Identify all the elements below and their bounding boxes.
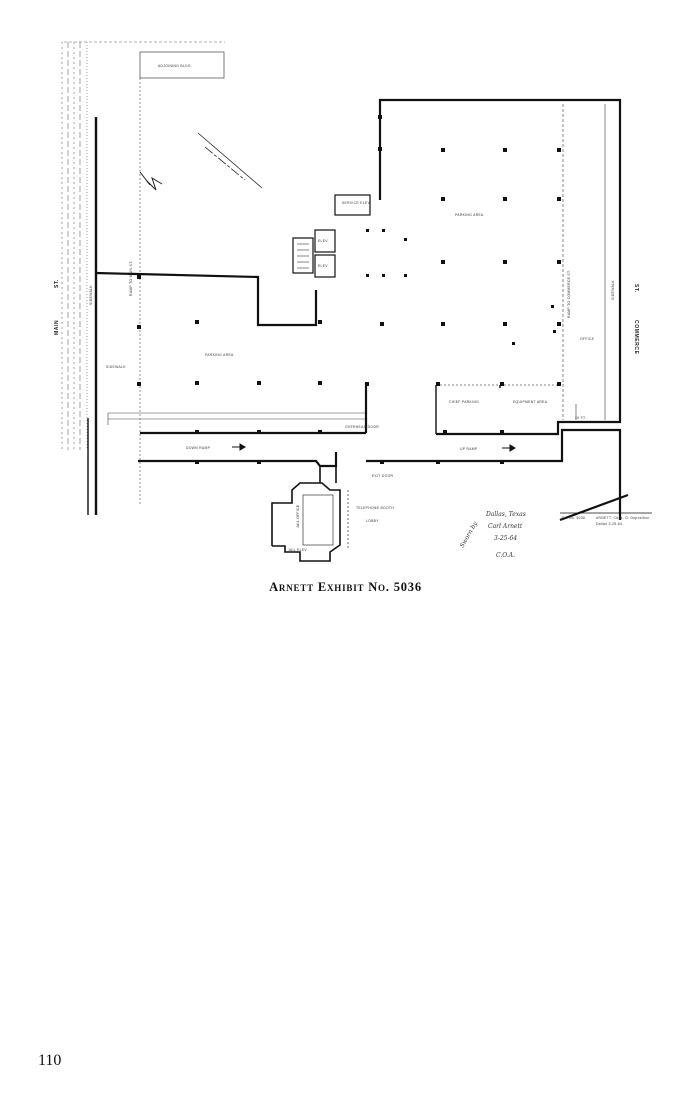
page-number: 110 [38, 1052, 62, 1069]
floor-plan-diagram: ADJOINING BLDG. SERVICE ELEV. ELEV. ELEV… [54, 41, 652, 562]
adjoining-label: ADJOINING BLDG. [158, 64, 192, 68]
handwritten-line-3: 3-25-64 [494, 535, 517, 542]
elev-label-1: ELEV. [318, 239, 329, 243]
columns [137, 115, 561, 464]
elevator-core [292, 194, 371, 278]
office-label: OFFICE [580, 337, 595, 341]
commerce-ramp-label: RAMP TO COMMERCE ST. [567, 270, 571, 318]
commerce-street-label: COMMERCE [633, 320, 639, 355]
up-ramp-label: UP RAMP [460, 447, 478, 451]
building-walls [95, 98, 629, 522]
stamp-line-2: ARNETT, Chas. O. Deposition [596, 516, 650, 520]
ramp-arrows [232, 443, 516, 452]
handwritten-line-2: Carl Arnett [488, 523, 523, 530]
stamp-line-1: Ex. No. 5036 [562, 516, 585, 520]
commerce-sidewalk-label: SIDEWALK [611, 280, 615, 300]
jail-office-label: JAIL OFFICE [296, 504, 300, 528]
jail-office-outline [271, 466, 349, 562]
interior-partitions [435, 384, 560, 434]
main-street-suffix: ST. [54, 279, 60, 288]
commerce-street-suffix: ST. [633, 284, 639, 293]
parking-area-lower-label: PARKING AREA [205, 353, 234, 357]
exit-door-label: EXIT DOOR [372, 474, 394, 478]
telephone-booth-label: TELEPHONE BOOTH [356, 506, 394, 510]
elev-label-2: ELEV. [318, 264, 329, 268]
adjoining-building [139, 51, 225, 79]
diagonal-mark-1 [197, 132, 263, 189]
handwritten-line-1: Dallas, Texas [485, 511, 526, 518]
break-symbol [139, 171, 163, 191]
diagonal-mark-2 [204, 146, 246, 181]
equipment-area-label: EQUIPMENT AREA [513, 400, 548, 404]
main-street-lines [61, 41, 225, 450]
main-street-label: MAIN [54, 320, 60, 335]
handwritten-line-4: C.O.A. [496, 552, 515, 559]
chief-parking-label: CHIEF PARKING [449, 400, 479, 404]
overhead-door-label: OVERHEAD DOOR [345, 425, 379, 429]
commerce-street-lines [562, 104, 606, 420]
exhibit-caption: Arnett Exhibit No. 5036 [269, 580, 422, 594]
main-sidewalk-label: SIDEWALK [89, 285, 93, 305]
service-elev-label: SERVICE ELEV. [342, 201, 371, 205]
handwritten-side-note: Sworn by [459, 520, 480, 549]
railing [107, 412, 365, 425]
ft-scale-label: 15 FT. [575, 416, 586, 420]
parking-area-upper-label: PARKING AREA [455, 213, 484, 217]
jail-elev-label: JAIL ELEV. [288, 548, 308, 552]
sidewalk-left-label: SIDEWALK [106, 365, 126, 369]
main-ramp-label: RAMP TO MAIN ST. [129, 261, 133, 296]
down-ramp-label: DOWN RAMP [186, 446, 211, 450]
lobby-label: LOBBY [366, 519, 379, 523]
stamp-line-3: Dallas 3-25-64 [596, 522, 622, 526]
